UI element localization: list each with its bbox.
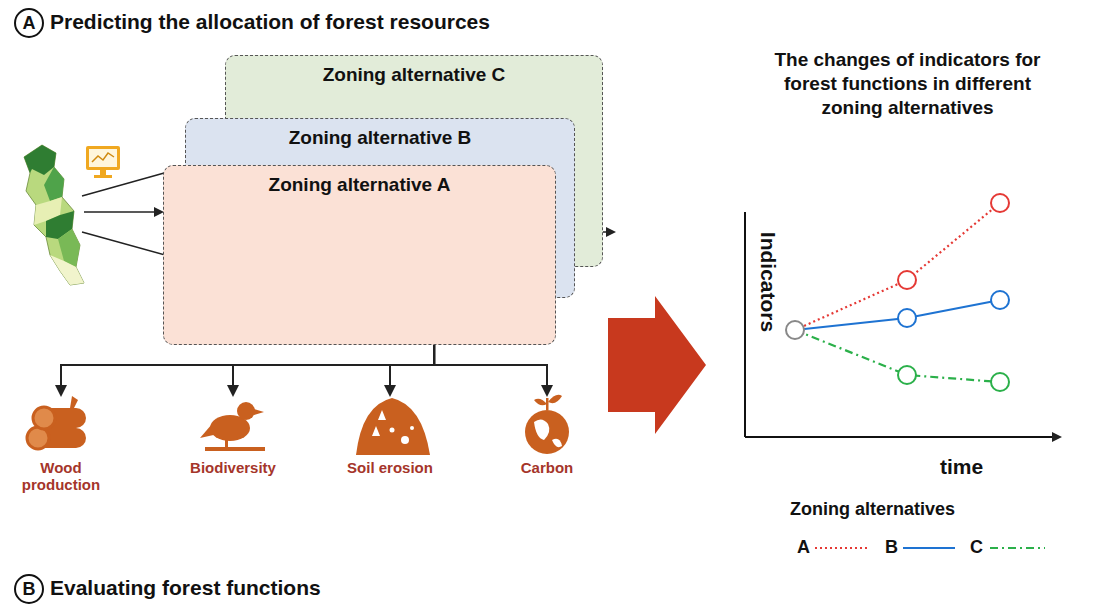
legend-text: C bbox=[970, 537, 983, 558]
axis-label: time bbox=[940, 455, 983, 479]
panel-title: Zoning alternative A bbox=[164, 166, 555, 196]
panel-title: Zoning alternative C bbox=[226, 56, 602, 86]
axis-label: Indicators bbox=[756, 232, 780, 332]
section-heading: Predicting the allocation of forest reso… bbox=[50, 10, 490, 34]
function-name: Wood production bbox=[5, 395, 117, 494]
function-item: Biodiversity bbox=[173, 395, 293, 510]
function-item: Wood production bbox=[5, 395, 117, 510]
zoning-panel: Zoning alternative A bbox=[163, 165, 556, 345]
panel-title: Zoning alternative B bbox=[186, 119, 574, 149]
function-item: Carbon bbox=[497, 395, 597, 510]
section-letter: B bbox=[14, 574, 44, 604]
connector-arrow bbox=[390, 345, 434, 395]
function-name: Soil erosion bbox=[320, 395, 460, 476]
legend-title: Zoning alternatives bbox=[790, 499, 955, 520]
connector-arrow bbox=[61, 345, 434, 395]
chart-title: The changes of indicators for forest fun… bbox=[770, 48, 1045, 119]
legend-text: B bbox=[885, 537, 898, 558]
connector-arrow bbox=[434, 345, 547, 395]
legend-text: A bbox=[797, 537, 810, 558]
section-letter: A bbox=[14, 8, 44, 38]
connector-arrow bbox=[233, 345, 434, 395]
function-name: Carbon bbox=[497, 395, 597, 476]
function-name: Biodiversity bbox=[173, 395, 293, 476]
function-item: Soil erosion bbox=[320, 395, 460, 510]
section-heading: Evaluating forest functions bbox=[50, 576, 321, 600]
